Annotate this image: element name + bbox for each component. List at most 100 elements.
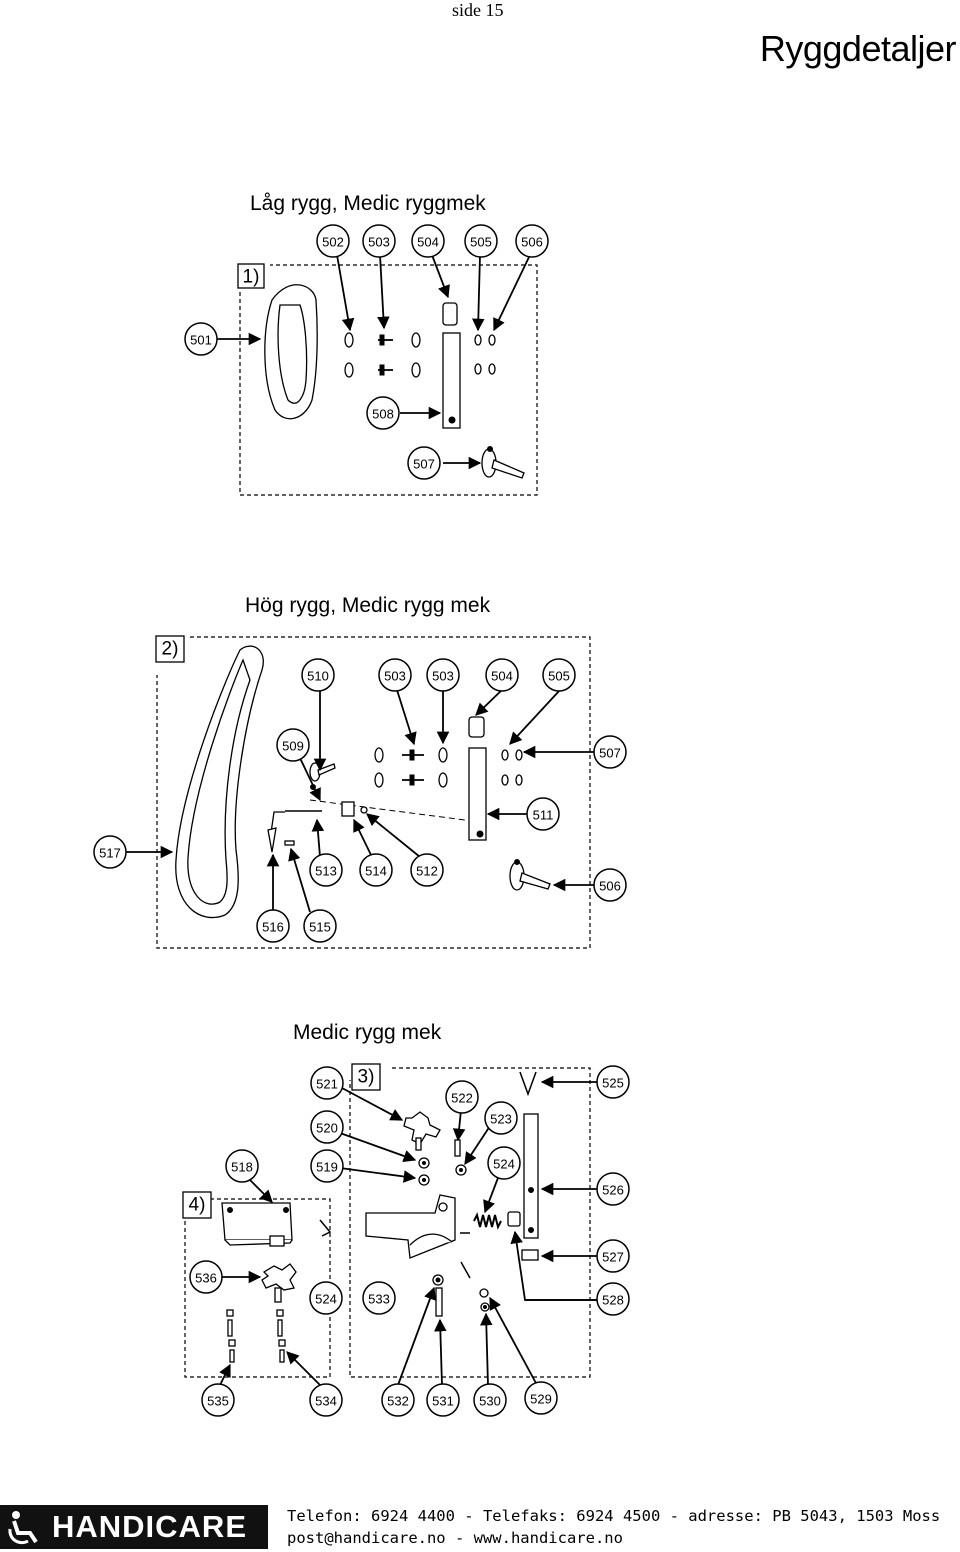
tube-cap	[442, 302, 458, 326]
section-1-title: Låg rygg, Medic ryggmek	[250, 192, 486, 215]
callout-number: 512	[416, 864, 438, 879]
callout-number: 507	[413, 457, 435, 472]
star-knob-536	[261, 1263, 297, 1303]
callout-s3-19: 529	[524, 1381, 558, 1415]
callout-number: 503	[368, 235, 390, 250]
callout-number: 524	[493, 1157, 515, 1172]
callout-s3-2: 525	[596, 1065, 630, 1099]
clamp-block	[341, 801, 355, 817]
exploded-parts-diagram: 1)	[93, 224, 630, 1417]
callout-s1-7: 507	[407, 446, 441, 480]
callout-number: 535	[207, 1394, 229, 1409]
callout-s1-1: 503	[362, 224, 396, 258]
callout-number: 528	[602, 1293, 624, 1308]
section-3-label-text: 3)	[358, 1067, 375, 1088]
callout-s3-1: 522	[445, 1080, 479, 1114]
callout-s3-15: 534	[309, 1383, 343, 1417]
callout-number: 524	[315, 1292, 337, 1307]
callout-s3-0: 521	[310, 1066, 344, 1100]
section-3-label: 3)	[351, 1063, 381, 1091]
callout-number: 529	[530, 1392, 552, 1407]
callout-s3-4: 523	[484, 1101, 518, 1135]
wheelchair-icon	[8, 1511, 38, 1545]
callout-s3-3: 520	[310, 1110, 344, 1144]
callout-number: 533	[368, 1292, 390, 1307]
callout-number: 517	[99, 846, 121, 861]
callout-number: 526	[602, 1183, 624, 1198]
section-4-label-text: 4)	[189, 1195, 206, 1216]
callout-s3-5: 518	[225, 1149, 259, 1183]
page-title: Ryggdetaljer	[759, 28, 957, 69]
hardware-set-1	[344, 332, 496, 378]
callout-s2-7: 511	[526, 797, 560, 831]
callout-s3-6: 519	[310, 1149, 344, 1183]
cross-knob	[403, 1111, 441, 1151]
callout-s3-13: 528	[596, 1282, 630, 1316]
callout-number: 506	[599, 879, 621, 894]
callout-number: 527	[602, 1250, 624, 1265]
callout-s3-7: 524	[487, 1146, 521, 1180]
callout-number: 507	[599, 746, 621, 761]
section-2-label: 2)	[155, 635, 185, 663]
callout-number: 534	[315, 1394, 337, 1409]
callout-number: 514	[365, 864, 387, 879]
callout-s3-18: 530	[473, 1383, 507, 1417]
callout-s1-0: 502	[316, 224, 350, 258]
brand-name: HANDICARE	[52, 1509, 247, 1544]
callout-number: 505	[548, 669, 570, 684]
callout-number: 503	[384, 669, 406, 684]
section-1-label: 1)	[237, 263, 265, 289]
callout-s2-12: 506	[593, 868, 627, 902]
callout-number: 532	[387, 1394, 409, 1409]
hardware-set-2	[374, 747, 523, 788]
callout-s2-3: 504	[485, 658, 519, 692]
callout-number: 506	[521, 235, 543, 250]
section-1-frame	[239, 264, 538, 496]
callout-number: 509	[282, 739, 304, 754]
section-4-label: 4)	[182, 1191, 212, 1219]
callout-s2-0: 510	[301, 658, 335, 692]
callout-number: 508	[372, 407, 394, 422]
callout-number: 511	[533, 808, 554, 823]
section-1-diagram: 1)	[217, 254, 538, 496]
section-2-title: Hög rygg, Medic rygg mek	[245, 594, 491, 617]
callout-number: 523	[490, 1112, 512, 1127]
callout-s1-2: 504	[411, 224, 445, 258]
callout-number: 531	[432, 1394, 454, 1409]
callout-s2-6: 507	[593, 735, 627, 769]
section-2-diagram: 2)	[124, 635, 597, 949]
callout-s2-5: 509	[276, 728, 310, 762]
callout-s1-6: 508	[366, 396, 400, 430]
callout-number: 530	[479, 1394, 501, 1409]
upright-tube-2	[468, 747, 487, 841]
callout-number: 520	[316, 1121, 338, 1136]
callout-s2-11: 512	[410, 853, 444, 887]
callout-number: 503	[432, 669, 454, 684]
callout-s3-10: 536	[189, 1260, 223, 1294]
backrest-cushion-high-inner	[187, 658, 251, 905]
callout-number: 504	[491, 669, 513, 684]
callout-s3-11: 524	[309, 1281, 343, 1315]
callout-s2-9: 513	[309, 853, 343, 887]
tube-cap-2	[468, 716, 485, 738]
page-number: side 15	[452, 0, 504, 20]
callout-s2-8: 517	[93, 835, 127, 869]
callout-number: 513	[315, 864, 337, 879]
callout-s2-13: 516	[256, 909, 290, 943]
backrest-cushion-inner	[277, 304, 308, 404]
callout-number: 505	[470, 235, 492, 250]
lever-handle-1	[481, 446, 525, 479]
section-2-frame	[156, 636, 591, 949]
section-2-label-text: 2)	[162, 639, 179, 660]
callout-number: 516	[262, 920, 284, 935]
section-4-frame	[184, 1198, 331, 1378]
upright-tube	[442, 332, 461, 429]
section-3-diagram: 3) 4)	[182, 1063, 597, 1386]
callout-s1-4: 506	[515, 224, 549, 258]
callout-s2-2: 503	[426, 658, 460, 692]
callout-s1-5: 501	[184, 322, 218, 356]
callout-number: 504	[417, 235, 439, 250]
bracket-assembly	[365, 1194, 470, 1259]
callout-layer: 502 503 504 505 506 501 508 507 510 503 503 504 505 5…	[93, 224, 630, 1417]
contact-line-2: post@handicare.no - www.handicare.no	[287, 1529, 623, 1547]
